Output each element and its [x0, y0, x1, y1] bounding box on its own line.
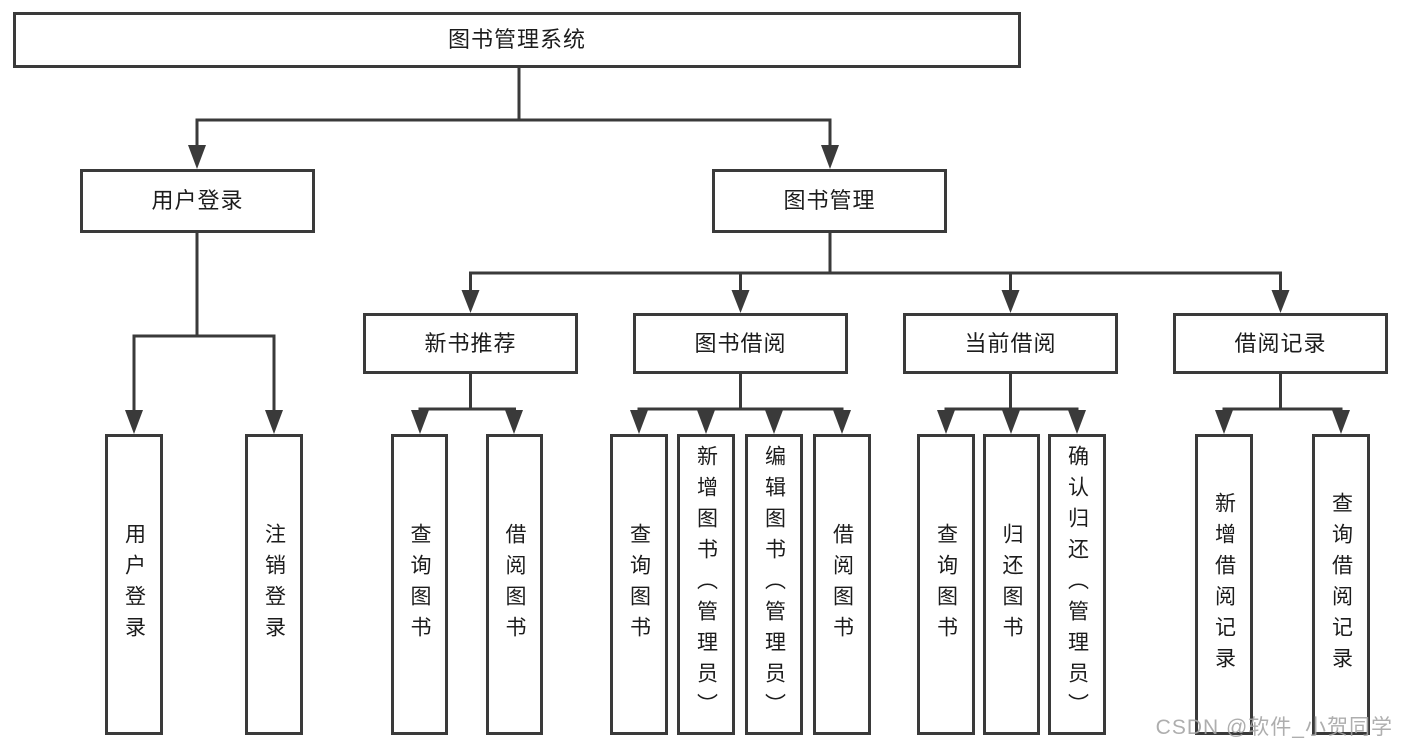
leaf-bb-edit-books-admin-label: 编辑图书（管理员）: [762, 445, 786, 724]
node-book-borrowing-label: 图书借阅: [694, 330, 787, 356]
node-borrowing-records: 借阅记录: [1173, 313, 1388, 374]
node-borrowing-records-label: 借阅记录: [1234, 330, 1327, 356]
node-book-borrowing: 图书借阅: [633, 313, 848, 374]
leaf-cb-confirm-return-admin: 确认归还（管理员）: [1048, 434, 1106, 735]
node-new-book-recommendation: 新书推荐: [363, 313, 578, 374]
leaf-rec-add-borrow-record: 新增借阅记录: [1195, 434, 1253, 735]
leaf-bb-add-books-admin-label: 新增图书（管理员）: [694, 445, 718, 724]
leaf-bb-borrow-books-label: 借阅图书: [830, 522, 854, 647]
node-library-system: 图书管理系统: [13, 12, 1021, 68]
leaf-nbr-query-books-label: 查询图书: [408, 522, 431, 647]
leaf-cb-return-books-label: 归还图书: [1000, 522, 1023, 647]
node-current-borrowing: 当前借阅: [903, 313, 1118, 374]
node-new-book-recommendation-label: 新书推荐: [424, 330, 517, 356]
node-book-management: 图书管理: [712, 169, 947, 233]
leaf-logout: 注销登录: [245, 434, 303, 735]
leaf-bb-borrow-books: 借阅图书: [813, 434, 871, 735]
node-current-borrowing-label: 当前借阅: [964, 330, 1057, 356]
leaf-logout-label: 注销登录: [262, 522, 286, 647]
leaf-bb-query-books: 查询图书: [610, 434, 668, 735]
leaf-nbr-borrow-books-label: 借阅图书: [503, 522, 526, 647]
leaf-cb-query-books-label: 查询图书: [934, 522, 958, 647]
leaf-cb-query-books: 查询图书: [917, 434, 975, 735]
node-user-login: 用户登录: [80, 169, 315, 233]
leaf-rec-query-borrow-record-label: 查询借阅记录: [1329, 491, 1353, 678]
node-book-management-label: 图书管理: [783, 188, 876, 213]
leaf-nbr-query-books: 查询图书: [391, 434, 448, 735]
leaf-cb-confirm-return-admin-label: 确认归还（管理员）: [1065, 445, 1089, 724]
leaf-bb-edit-books-admin: 编辑图书（管理员）: [745, 434, 803, 735]
leaf-cb-return-books: 归还图书: [983, 434, 1040, 735]
leaf-user-login-label: 用户登录: [122, 522, 146, 647]
node-library-system-label: 图书管理系统: [447, 27, 586, 52]
leaf-bb-add-books-admin: 新增图书（管理员）: [677, 434, 735, 735]
leaf-nbr-borrow-books: 借阅图书: [486, 434, 543, 735]
leaf-bb-query-books-label: 查询图书: [627, 522, 651, 647]
node-user-login-label: 用户登录: [151, 188, 244, 213]
leaf-user-login: 用户登录: [105, 434, 163, 735]
leaf-rec-add-borrow-record-label: 新增借阅记录: [1212, 491, 1236, 678]
leaf-rec-query-borrow-record: 查询借阅记录: [1312, 434, 1370, 735]
